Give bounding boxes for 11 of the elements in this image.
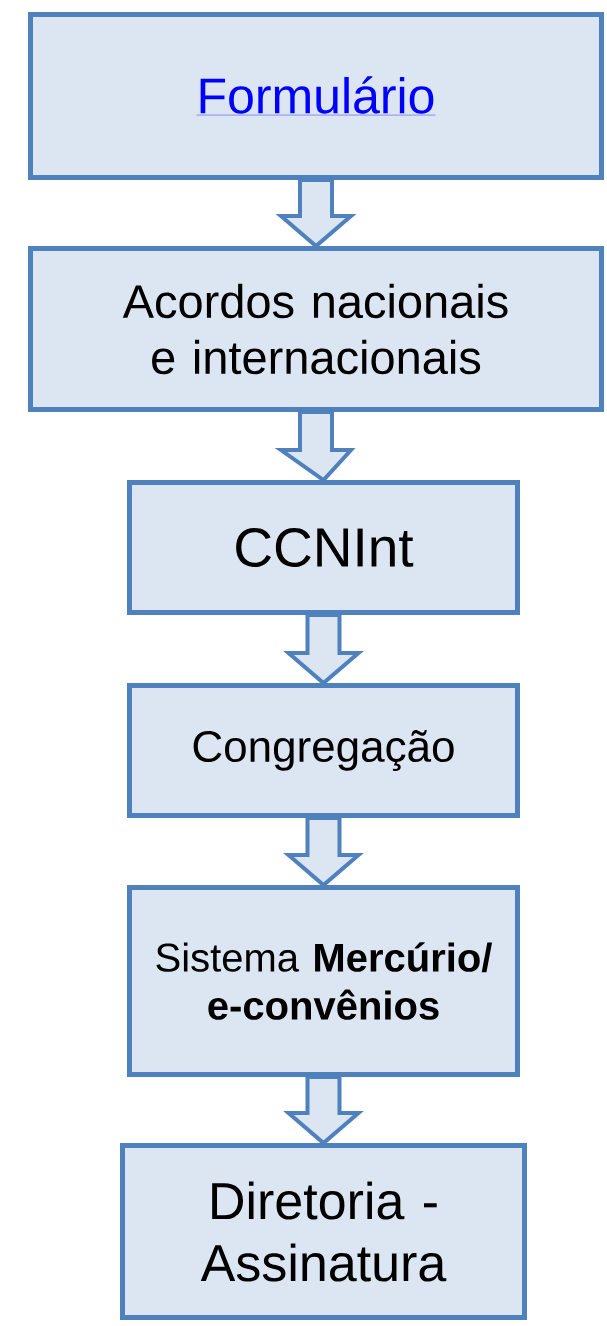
- block-arrow: [283, 1075, 364, 1146]
- process-box: Formulário: [28, 12, 604, 180]
- process-box: CCNInt: [127, 480, 520, 615]
- process-box: Acordos nacionais e internacionais: [28, 246, 604, 412]
- process-box: Sistema Mercúrio/ e-convênios: [127, 885, 520, 1077]
- block-arrow: [274, 410, 356, 483]
- block-arrow: [283, 816, 364, 888]
- block-arrow: [283, 613, 364, 686]
- process-box: Diretoria - Assinatura: [120, 1143, 527, 1320]
- block-arrow: [275, 178, 357, 249]
- process-box: Congregação: [127, 683, 520, 818]
